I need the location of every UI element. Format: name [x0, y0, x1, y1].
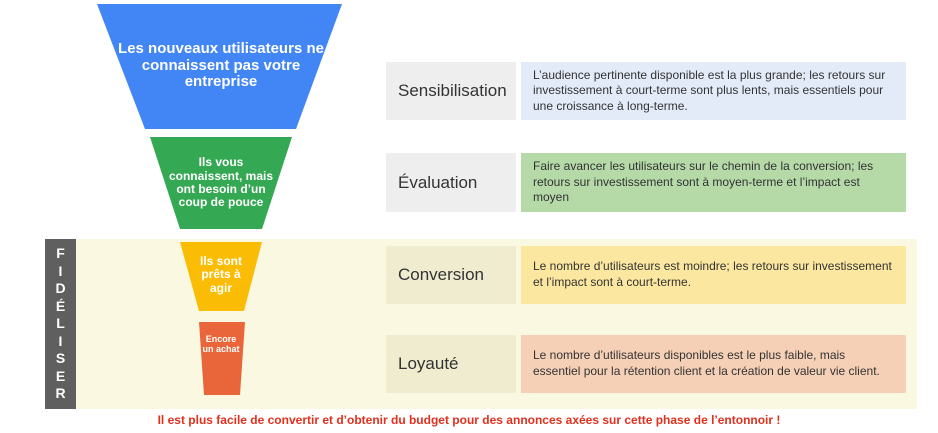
funnel-stage-evaluation-shape [150, 137, 292, 229]
funnel-stage-conversion-text: Ils sont prêts à agir [199, 253, 242, 295]
fideliser-letter: R [55, 385, 66, 402]
stage-label-sensibilisation: Sensibilisation [386, 62, 516, 120]
stage-desc-sensibilisation: L’audience pertinente disponible est la … [521, 62, 906, 120]
funnel-stage-awareness-text: Les nouveaux utilisateurs ne connaissent… [118, 39, 324, 91]
stage-label-evaluation: Évaluation [386, 153, 516, 212]
fideliser-letter: É [55, 297, 66, 314]
fideliser-letter: D [55, 280, 66, 297]
fideliser-letter: I [58, 332, 63, 349]
fideliser-vertical-label: F I D É L I S E R [45, 239, 76, 409]
funnel-stage-evaluation-text: Ils vous connaissent, mais ont besoin d’… [168, 155, 274, 210]
stage-desc-evaluation: Faire avancer les utilisateurs sur le ch… [521, 153, 906, 212]
fideliser-letter: S [55, 350, 66, 367]
stage-desc-loyaute: Le nombre d’utilisateurs disponibles est… [521, 335, 906, 393]
stage-label-conversion: Conversion [386, 246, 516, 304]
fideliser-letter: L [56, 315, 65, 332]
funnel-stage-loyalty-text: Encore un achat [202, 333, 240, 354]
fideliser-letter: E [55, 367, 66, 384]
funnel-stage-awareness-shape [97, 4, 342, 129]
funnel-stage-conversion-shape [180, 242, 262, 311]
footer-note: Il est plus facile de convertir et d’obt… [157, 413, 781, 427]
fideliser-letter: I [58, 262, 63, 279]
stage-label-loyaute: Loyauté [386, 335, 516, 393]
funnel-stage-loyalty-shape [199, 322, 245, 395]
fideliser-letter: F [56, 245, 65, 262]
stage-desc-conversion: Le nombre d’utilisateurs est moindre; le… [521, 246, 906, 304]
